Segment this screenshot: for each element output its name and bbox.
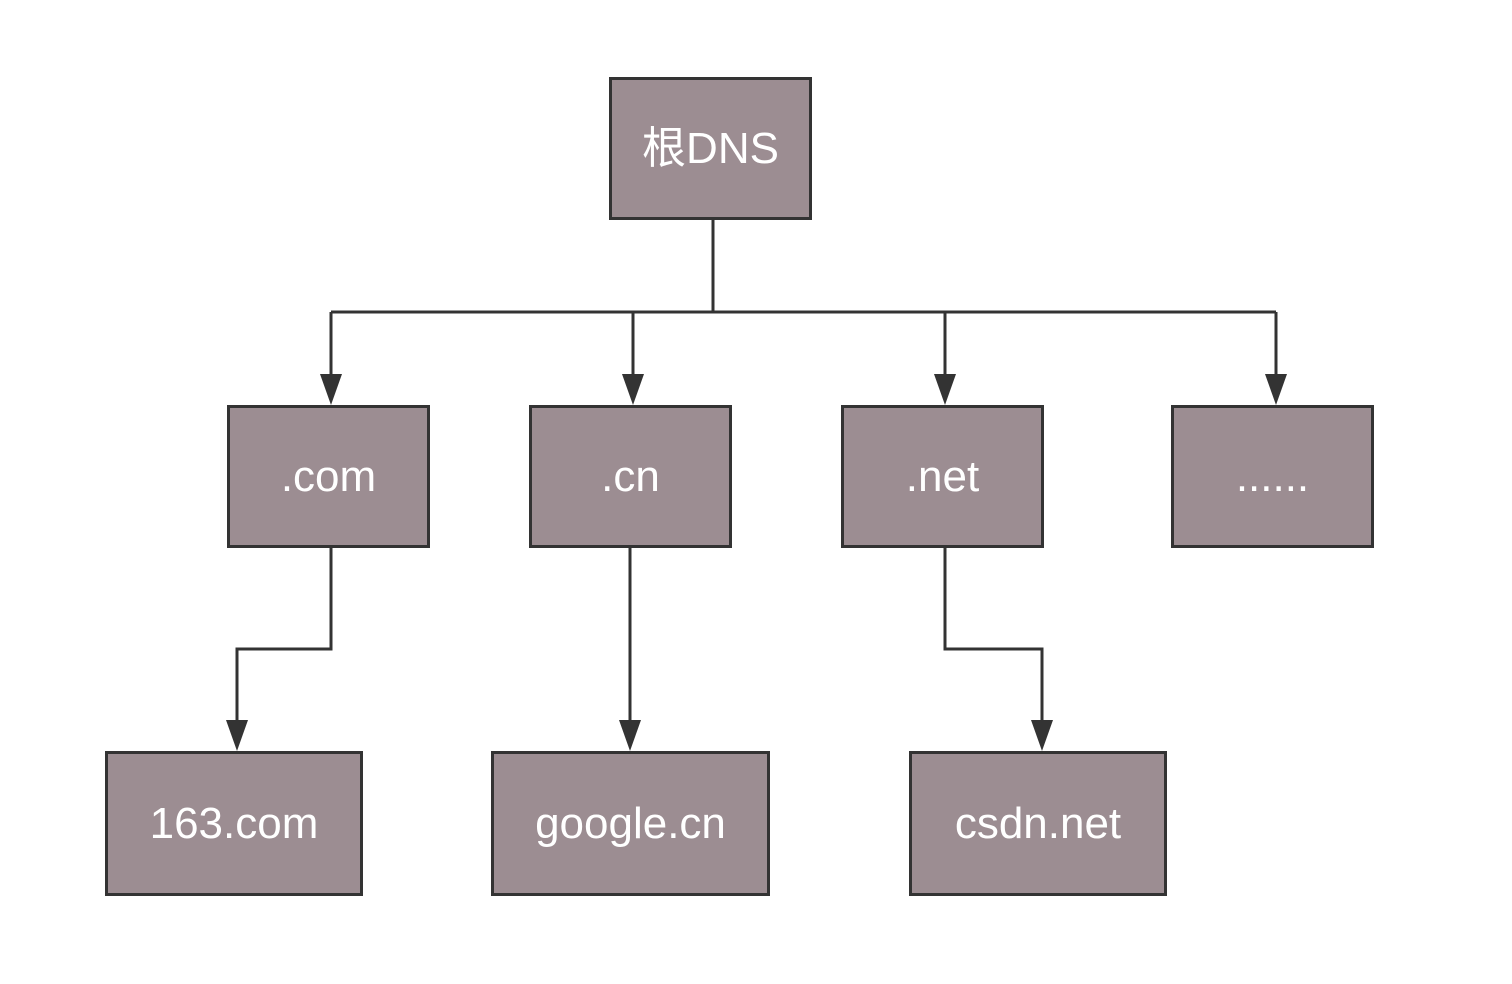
tld-net-node: .net bbox=[841, 405, 1044, 548]
arrowhead-csdn bbox=[1031, 720, 1053, 751]
tld-cn-node: .cn bbox=[529, 405, 732, 548]
tld-com-label: .com bbox=[280, 451, 377, 501]
tld-more-label: ...... bbox=[1235, 451, 1310, 501]
tld-more-node: ...... bbox=[1171, 405, 1374, 548]
domain-google-label: google.cn bbox=[535, 798, 726, 848]
root-dns-label: 根DNS bbox=[642, 123, 779, 173]
domain-google-node: google.cn bbox=[491, 751, 770, 896]
root-dns-node: 根DNS bbox=[609, 77, 812, 220]
arrowhead-cn bbox=[622, 374, 644, 405]
arrowhead-google bbox=[619, 720, 641, 751]
connector-net-csdn bbox=[943, 548, 1044, 733]
arrowhead-more bbox=[1265, 374, 1287, 405]
tld-cn-label: .cn bbox=[601, 451, 660, 501]
arrowhead-com bbox=[320, 374, 342, 405]
domain-163-label: 163.com bbox=[149, 798, 319, 848]
arrowhead-net bbox=[934, 374, 956, 405]
tld-com-node: .com bbox=[227, 405, 430, 548]
domain-163-node: 163.com bbox=[105, 751, 363, 896]
arrowhead-163 bbox=[226, 720, 248, 751]
connector-com-163 bbox=[235, 548, 333, 733]
tld-net-label: .net bbox=[905, 451, 980, 501]
domain-csdn-label: csdn.net bbox=[954, 798, 1122, 848]
domain-csdn-node: csdn.net bbox=[909, 751, 1167, 896]
